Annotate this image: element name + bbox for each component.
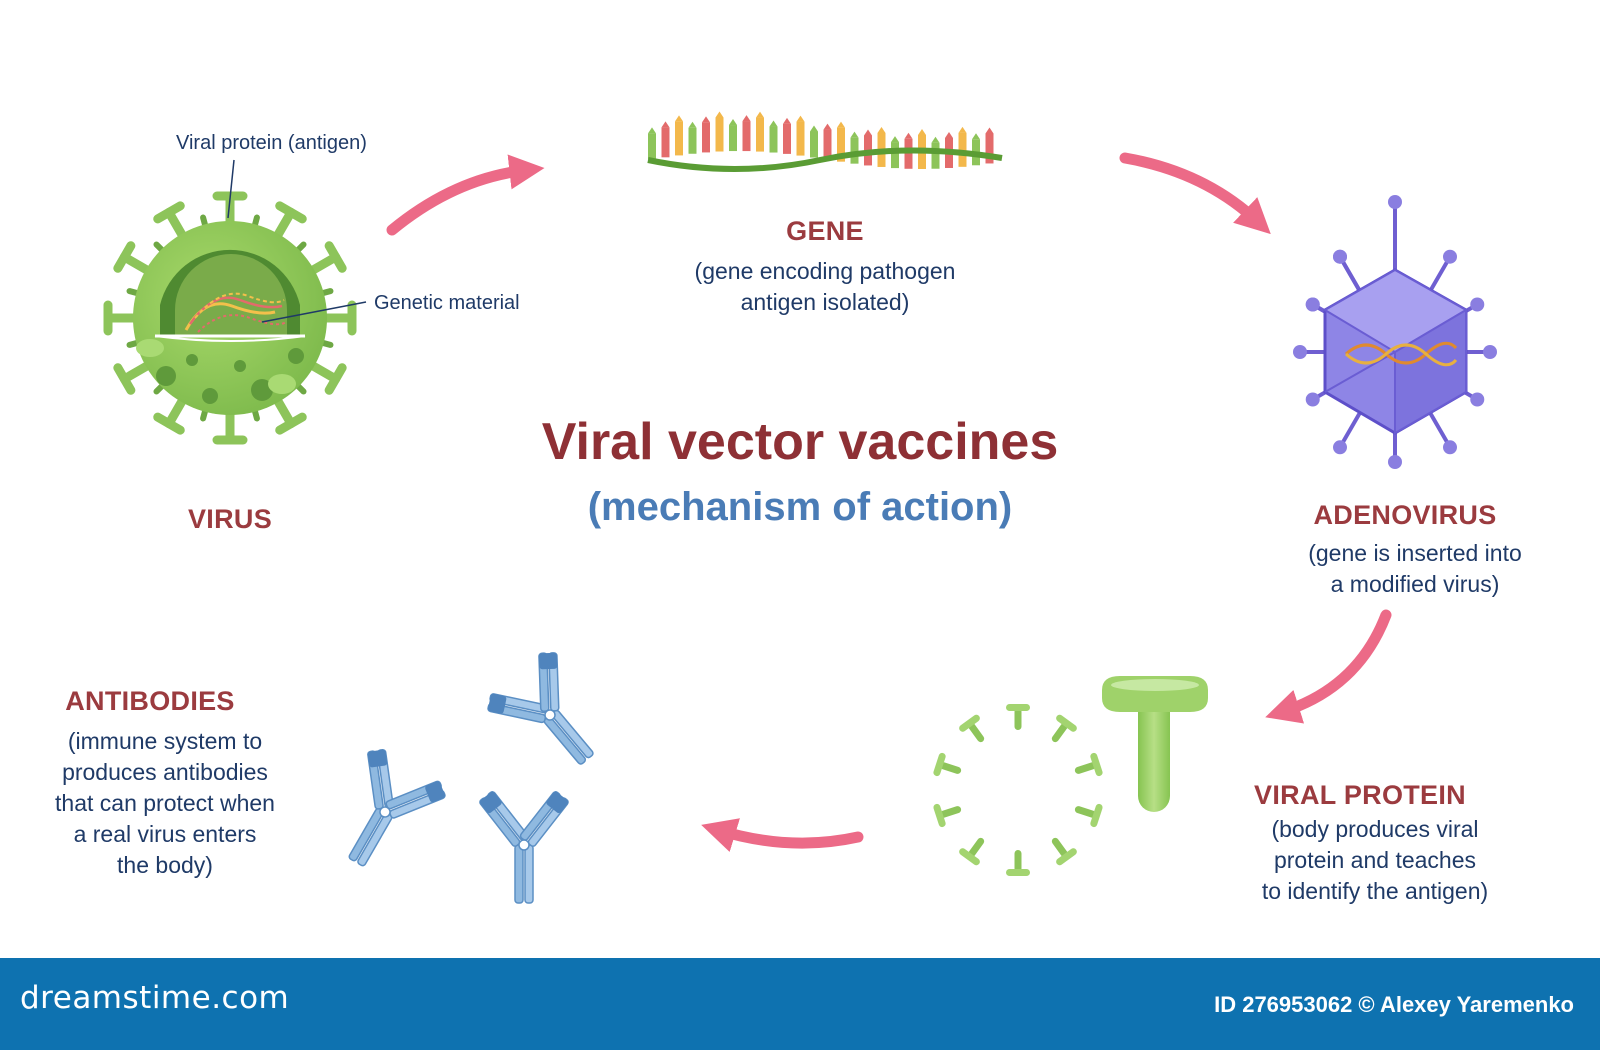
adenovirus-desc-line: (gene is inserted into bbox=[1308, 540, 1522, 566]
antibodies-desc-line: (immune system to bbox=[67, 728, 263, 754]
callout-genetic-material: Genetic material bbox=[374, 292, 520, 314]
gene-strand-illustration bbox=[647, 111, 1003, 172]
callout-viral-protein: Viral protein (antigen) bbox=[176, 132, 367, 154]
callout-line-genetic-material bbox=[261, 301, 367, 323]
footer-credit: ID 276953062 © Alexey Yaremenko bbox=[1214, 992, 1574, 1017]
viral-protein-desc-line: protein and teaches bbox=[1273, 847, 1477, 873]
antibodies-description: (immune system to produces antibodies th… bbox=[20, 726, 310, 881]
antibodies-desc-line: the body) bbox=[117, 852, 213, 878]
antibodies-desc-line: that can protect when bbox=[55, 790, 275, 816]
arrow-gene-to-adenovirus bbox=[1119, 152, 1271, 235]
viral-protein-desc-line: (body produces viral bbox=[1271, 816, 1479, 842]
viral-protein-heading: VIRAL PROTEIN bbox=[1254, 780, 1466, 810]
arrow-virus-to-gene bbox=[386, 154, 545, 236]
viral-protein-description: (body produces viral protein and teaches… bbox=[1225, 814, 1525, 907]
footer-bar: dreamstime.com ID 276953062 © Alexey Yar… bbox=[0, 958, 1600, 1050]
antibodies-illustration bbox=[348, 652, 594, 904]
antibodies-desc-line: produces antibodies bbox=[62, 759, 268, 785]
gene-description: (gene encoding pathogen antigen isolated… bbox=[640, 256, 1010, 318]
gene-desc-line: (gene encoding pathogen bbox=[694, 258, 956, 284]
viral-protein-desc-line: to identify the antigen) bbox=[1261, 878, 1489, 904]
adenovirus-description: (gene is inserted into a modified virus) bbox=[1270, 538, 1560, 600]
diagram-illustration bbox=[103, 111, 1497, 904]
gene-desc-line: antigen isolated) bbox=[740, 289, 910, 315]
antibodies-heading: ANTIBODIES bbox=[65, 686, 235, 716]
virus-heading: VIRUS bbox=[187, 504, 273, 534]
adenovirus-desc-line: a modified virus) bbox=[1330, 571, 1500, 597]
page-title: Viral vector vaccines bbox=[541, 413, 1059, 471]
arrow-adenovirus-to-protein bbox=[1265, 609, 1392, 724]
page-subtitle: (mechanism of action) bbox=[587, 485, 1013, 529]
viral-protein-illustration bbox=[933, 676, 1208, 876]
virus-illustration bbox=[103, 191, 357, 445]
footer-brand-logo: dreamstime.com bbox=[20, 980, 290, 1016]
gene-heading: GENE bbox=[786, 216, 864, 246]
adenovirus-heading: ADENOVIRUS bbox=[1313, 500, 1497, 530]
callout-line-viral-protein bbox=[227, 159, 235, 219]
antibodies-desc-line: a real virus enters bbox=[73, 821, 257, 847]
arrow-protein-to-antibodies bbox=[701, 818, 864, 852]
adenovirus-illustration bbox=[1293, 195, 1497, 469]
